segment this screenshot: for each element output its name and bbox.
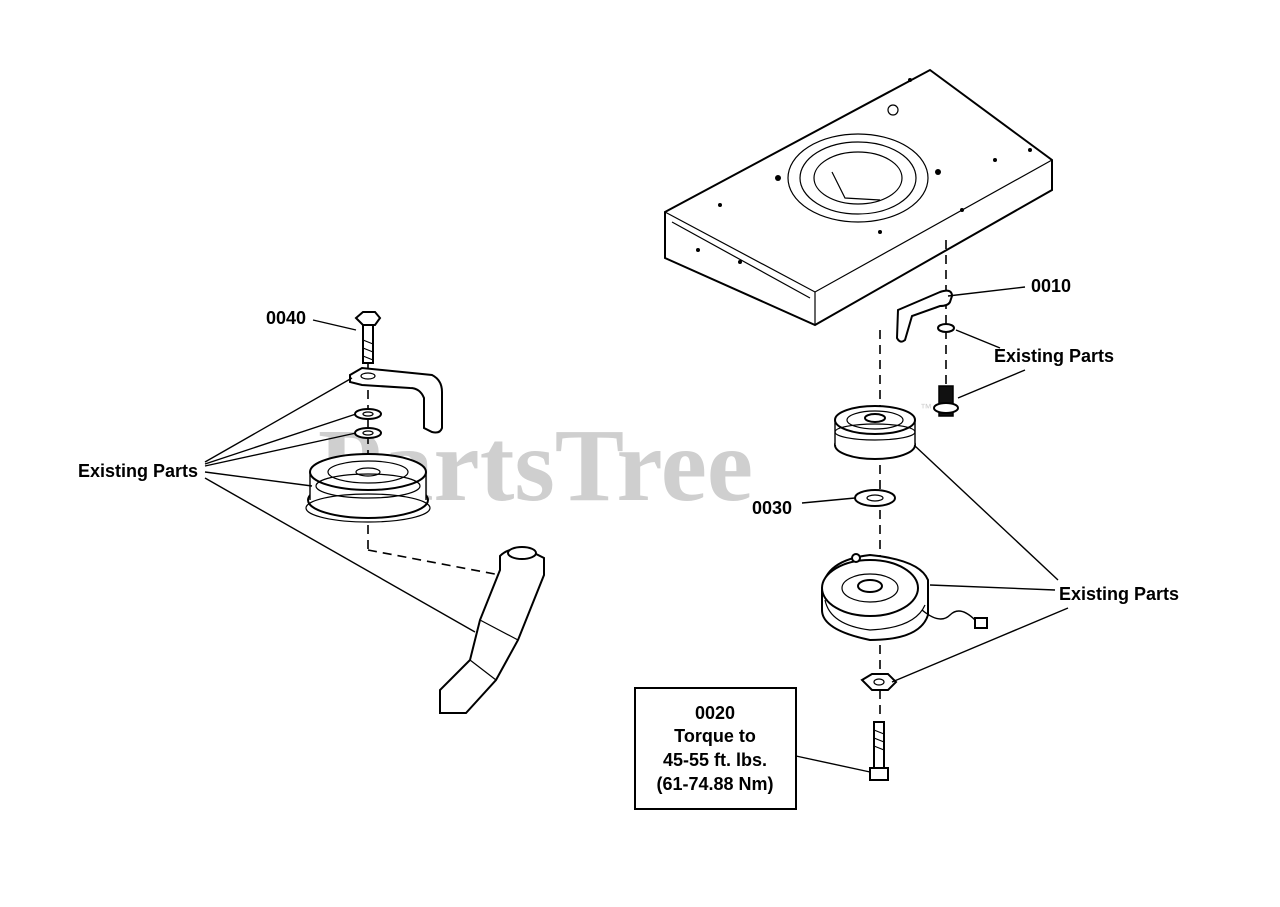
deck-plate — [664, 68, 1053, 327]
idler-axis-offset — [367, 549, 501, 576]
leader-existing-top-a — [955, 329, 1001, 349]
leader-existing-left-d — [204, 471, 313, 487]
leader-0040 — [312, 319, 357, 331]
callout-0010: 0010 — [1031, 276, 1071, 296]
leader-existing-left-a — [204, 377, 353, 463]
callout-existing-parts-top: Existing Parts — [994, 346, 1114, 366]
leader-0030 — [801, 497, 856, 504]
part-0010-bracket — [895, 289, 954, 343]
torque-spec-box: 0020 Torque to 45-55 ft. lbs. (61-74.88 … — [634, 687, 797, 810]
idler-arm — [439, 546, 545, 714]
part-0040-bolt — [354, 311, 382, 364]
torque-imperial: 45-55 ft. lbs. — [663, 750, 767, 770]
leader-existing-left-c — [204, 432, 357, 467]
spacer-washer-2 — [354, 427, 382, 439]
callout-existing-parts-left: Existing Parts — [78, 461, 198, 481]
callout-existing-parts-bottom: Existing Parts — [1059, 584, 1179, 604]
leader-existing-left-e — [204, 477, 476, 633]
part-0030-washer — [854, 489, 896, 507]
torque-metric: (61-74.88 Nm) — [656, 774, 773, 794]
leader-existing-bottom-b — [929, 584, 1056, 591]
electric-clutch — [821, 553, 988, 642]
leader-0020 — [795, 755, 871, 773]
leader-existing-left-b — [204, 413, 357, 465]
leader-0010 — [947, 286, 1026, 297]
small-washer — [937, 323, 955, 333]
upper-pulley — [834, 405, 916, 460]
watermark-trademark: ™ — [920, 401, 932, 415]
callout-0030: 0030 — [752, 498, 792, 518]
hex-nut — [860, 673, 898, 691]
leader-existing-bottom-a — [914, 445, 1059, 581]
callout-0040: 0040 — [266, 308, 306, 328]
spacer-washer-1 — [354, 408, 382, 420]
flange-bolt — [933, 385, 959, 417]
torque-label: Torque to — [674, 726, 756, 746]
part-0020-bolt — [869, 721, 889, 781]
leader-existing-bottom-c — [891, 607, 1069, 683]
leader-existing-top-b — [957, 369, 1026, 399]
idler-pulley — [305, 453, 431, 523]
idler-bracket — [349, 366, 443, 434]
torque-part-number: 0020 — [695, 703, 735, 723]
